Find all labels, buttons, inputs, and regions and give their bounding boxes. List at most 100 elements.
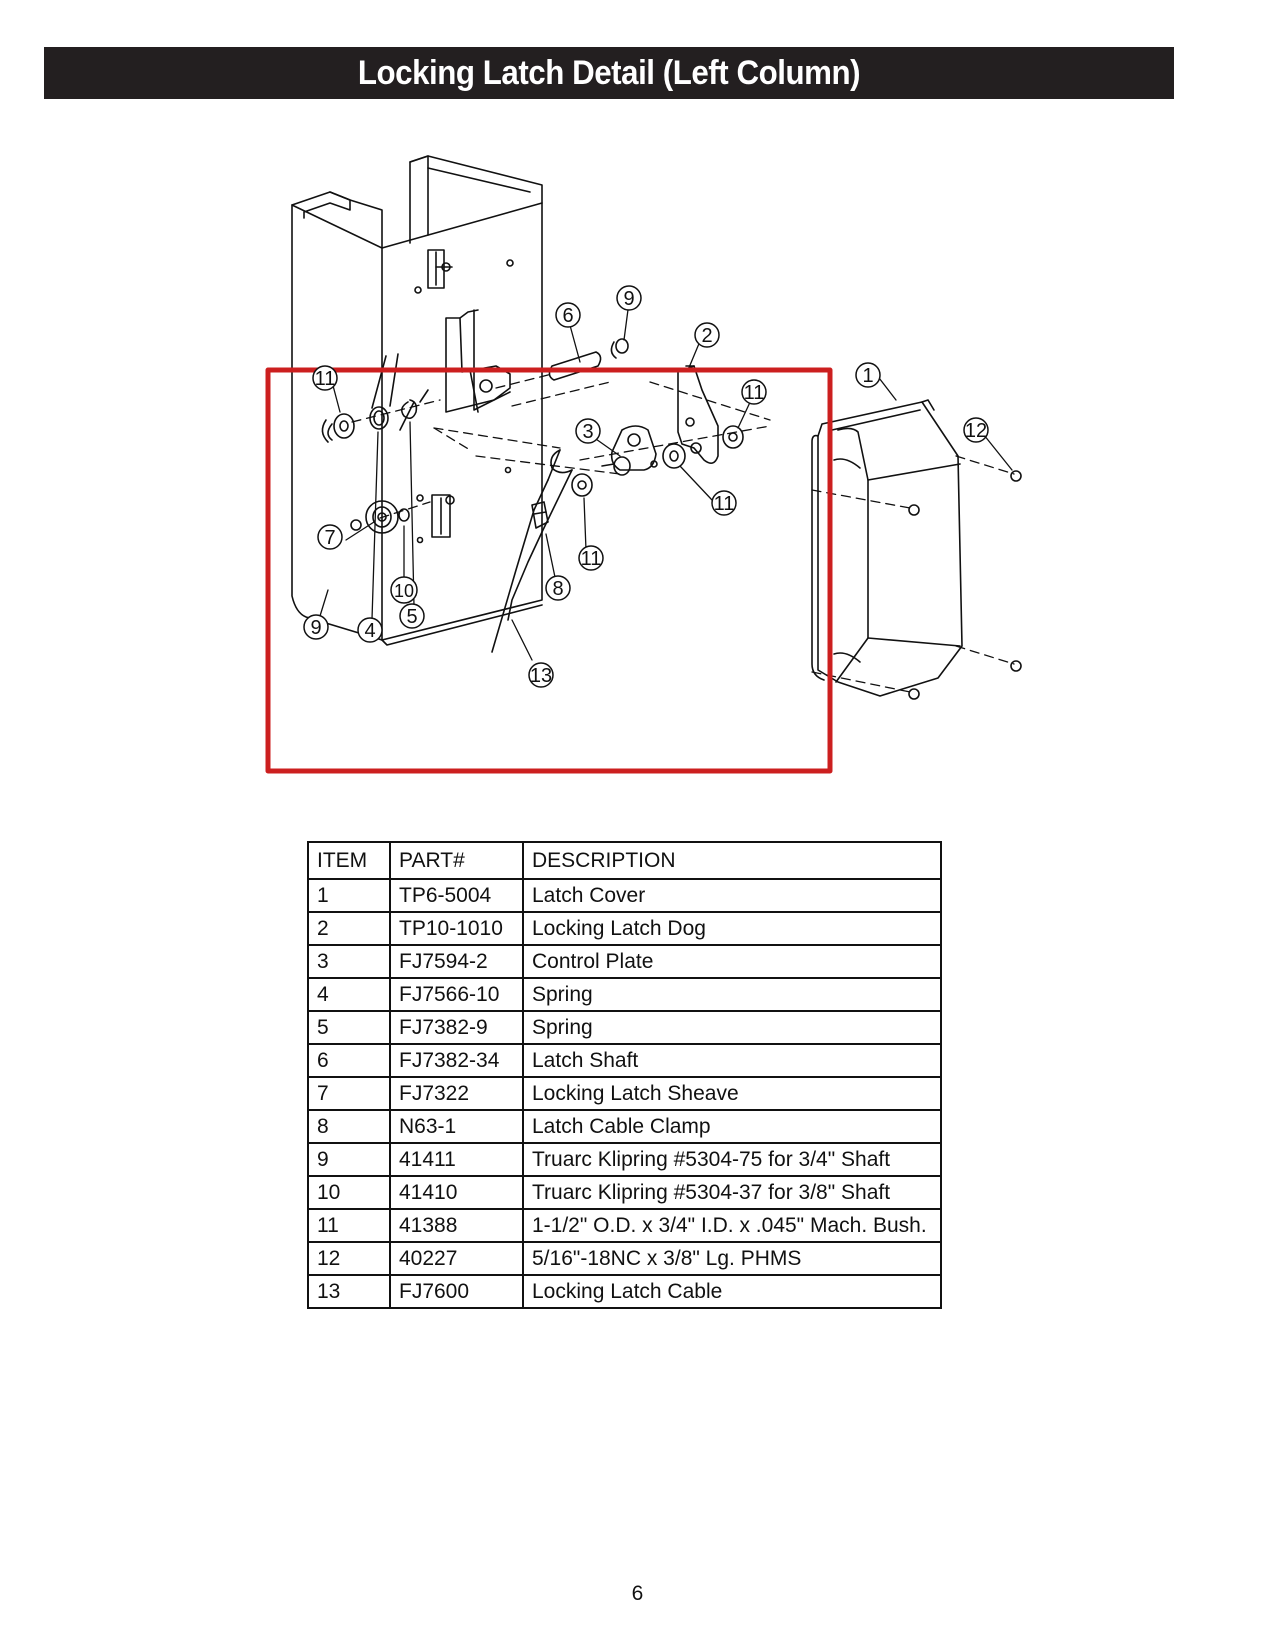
svg-text:11: 11 (315, 368, 336, 390)
cell-part: FJ7382-9 (389, 1010, 524, 1045)
cell-item: 11 (307, 1208, 391, 1243)
callout-11-a: 11 (312, 365, 338, 391)
callout-markers: 11 9 4 5 7 10 6 9 2 3 11 11 11 8 13 1 12 (303, 285, 989, 688)
cell-part: 40227 (389, 1241, 524, 1276)
callout-6: 6 (555, 302, 581, 328)
page-title: Locking Latch Detail (Left Column) (357, 53, 861, 92)
callout-10: 10 (390, 576, 418, 604)
header-item: ITEM (307, 841, 391, 880)
callout-4: 4 (357, 617, 383, 643)
callout-12: 12 (963, 417, 989, 443)
latch-sheave (350, 500, 410, 534)
diagram-drawing: 11 9 4 5 7 10 6 9 2 3 11 11 11 8 13 1 12 (265, 155, 1022, 774)
callout-11-b: 11 (741, 379, 767, 405)
cell-part: 41388 (389, 1208, 524, 1243)
cell-item: 7 (307, 1076, 391, 1111)
cell-description: 5/16"-18NC x 3/8" Lg. PHMS (522, 1241, 942, 1276)
latch-shaft (548, 338, 629, 381)
cell-description: Spring (522, 1010, 942, 1045)
cell-item: 1 (307, 878, 391, 913)
header-description: DESCRIPTION (522, 841, 942, 880)
svg-text:11: 11 (744, 382, 765, 404)
assembly-lines (351, 373, 1015, 693)
svg-text:9: 9 (310, 617, 321, 639)
callout-9-a: 9 (303, 614, 329, 640)
column-slots (414, 249, 514, 544)
cell-part: FJ7600 (389, 1274, 524, 1309)
cell-part: FJ7382-34 (389, 1043, 524, 1078)
svg-text:13: 13 (530, 665, 552, 687)
left-washers (321, 413, 355, 443)
svg-text:7: 7 (324, 527, 335, 549)
callout-5: 5 (399, 603, 425, 629)
cell-item: 13 (307, 1274, 391, 1309)
svg-text:5: 5 (406, 606, 417, 628)
cell-part: FJ7594-2 (389, 944, 524, 979)
callout-11-d: 11 (578, 545, 604, 571)
cell-item: 12 (307, 1241, 391, 1276)
cell-description: Locking Latch Dog (522, 911, 942, 946)
cell-item: 3 (307, 944, 391, 979)
cell-description: Latch Cover (522, 878, 942, 913)
cell-description: Latch Shaft (522, 1043, 942, 1078)
cell-description: Locking Latch Cable (522, 1274, 942, 1309)
cell-part: TP6-5004 (389, 878, 524, 913)
cell-description: Latch Cable Clamp (522, 1109, 942, 1144)
springs (369, 353, 429, 431)
cable-washer (571, 473, 593, 497)
page-number: 6 (631, 1582, 644, 1605)
column-post (291, 155, 543, 646)
svg-text:9: 9 (623, 288, 634, 310)
svg-text:6: 6 (562, 305, 573, 327)
cell-item: 5 (307, 1010, 391, 1045)
cell-part: 41410 (389, 1175, 524, 1210)
cell-part: 41411 (389, 1142, 524, 1177)
svg-text:4: 4 (364, 620, 375, 642)
callout-11-c: 11 (711, 490, 737, 516)
cover-screws (908, 470, 1022, 700)
cell-item: 8 (307, 1109, 391, 1144)
highlight-frame (265, 367, 833, 774)
pivot-bracket (445, 309, 511, 413)
cell-description: 1-1/2" O.D. x 3/4" I.D. x .045" Mach. Bu… (522, 1208, 942, 1243)
cell-part: FJ7322 (389, 1076, 524, 1111)
cell-description: Truarc Klipring #5304-75 for 3/4" Shaft (522, 1142, 942, 1177)
callout-7: 7 (317, 524, 343, 550)
svg-text:2: 2 (701, 325, 712, 347)
title-bar: Locking Latch Detail (Left Column) (44, 47, 1174, 99)
cell-item: 9 (307, 1142, 391, 1177)
callout-leaders (319, 301, 1013, 661)
callout-8: 8 (545, 575, 571, 601)
cell-item: 10 (307, 1175, 391, 1210)
callout-1: 1 (855, 362, 881, 388)
svg-text:3: 3 (582, 421, 593, 443)
cell-description: Spring (522, 977, 942, 1012)
svg-text:10: 10 (394, 581, 414, 601)
svg-text:12: 12 (965, 420, 987, 442)
latch-dog (662, 365, 744, 469)
control-plate (601, 425, 658, 476)
cell-part: N63-1 (389, 1109, 524, 1144)
cell-item: 4 (307, 977, 391, 1012)
callout-2: 2 (694, 322, 720, 348)
exploded-parts-diagram: 11 9 4 5 7 10 6 9 2 3 11 11 11 8 13 1 12 (0, 130, 1275, 800)
cell-item: 6 (307, 1043, 391, 1078)
cell-description: Control Plate (522, 944, 942, 979)
svg-text:1: 1 (862, 365, 873, 387)
svg-text:11: 11 (581, 548, 602, 570)
cell-description: Truarc Klipring #5304-37 for 3/8" Shaft (522, 1175, 942, 1210)
callout-9-b: 9 (616, 285, 642, 311)
callout-3: 3 (575, 418, 601, 444)
